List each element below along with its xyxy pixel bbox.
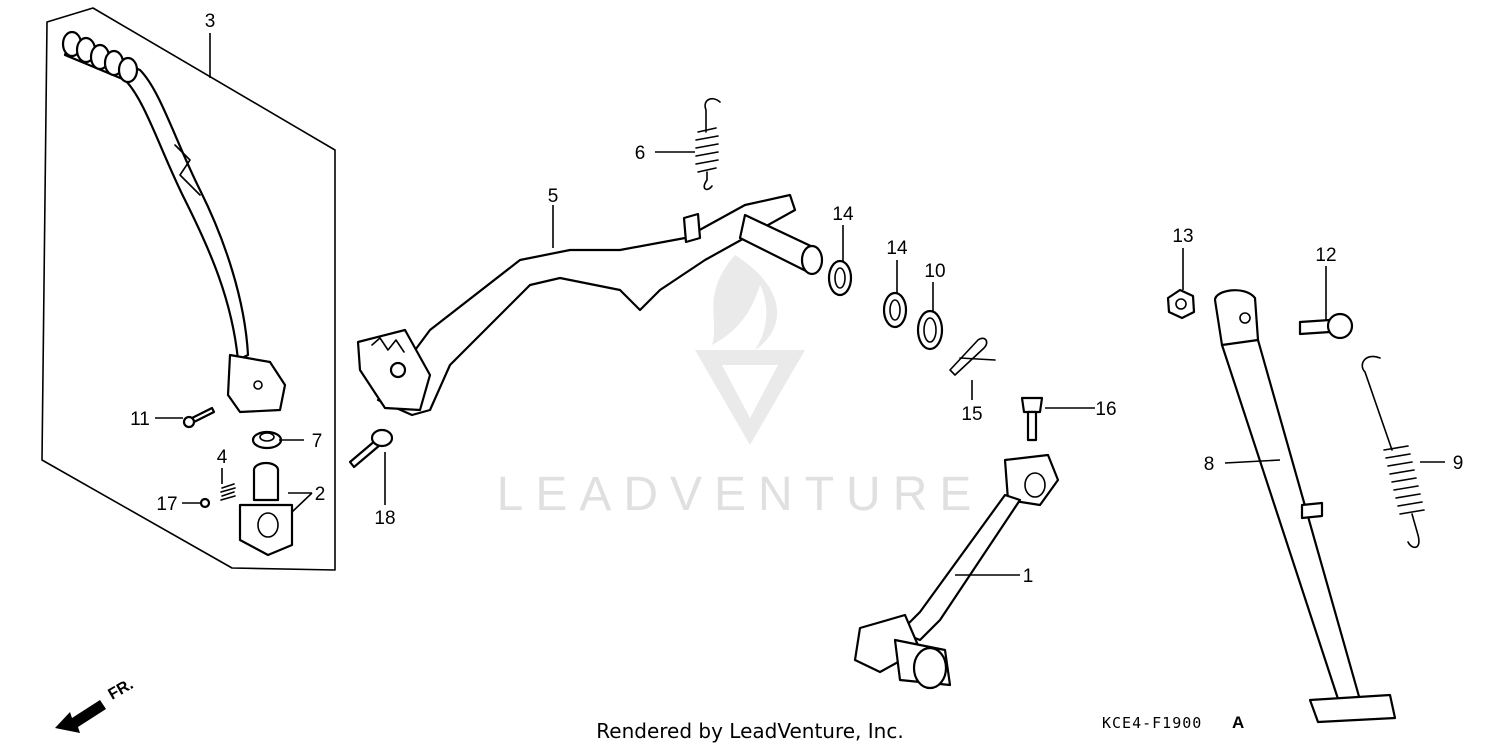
callout-2: 2 (315, 484, 326, 505)
callout-10: 10 (924, 261, 945, 282)
part-9-spring (1361, 355, 1425, 549)
part-14-washer (827, 259, 853, 297)
part-17-ball (199, 497, 211, 509)
callout-14-second: 14 (886, 238, 908, 259)
callout-9: 9 (1453, 453, 1464, 474)
callout-7: 7 (312, 431, 323, 452)
part-16-bolt (1020, 396, 1044, 442)
diagram-revision: A (1232, 713, 1244, 732)
part-15-cotter-pin (949, 337, 996, 376)
callout-8: 8 (1204, 454, 1215, 475)
callout-13: 13 (1172, 226, 1193, 247)
part-7-nut (251, 430, 283, 450)
part-5-brake-pedal (356, 193, 824, 417)
callout-1: 1 (1023, 566, 1034, 587)
leader-lines (155, 33, 1445, 576)
callout-11: 11 (130, 409, 150, 430)
callout-17: 17 (156, 494, 177, 515)
callout-16: 16 (1095, 399, 1116, 420)
front-direction-arrow-icon: FR. (55, 676, 136, 733)
diagram-code: KCE4-F1900 (1102, 714, 1202, 732)
part-14-washer-2 (882, 291, 908, 329)
part-4-spring (220, 483, 236, 501)
footer-credit: Rendered by LeadVenture, Inc. (596, 719, 903, 743)
callout-5: 5 (548, 186, 559, 207)
callout-15: 15 (961, 404, 982, 425)
part-10-washer (916, 309, 944, 351)
callout-12: 12 (1315, 245, 1336, 266)
part-11-bolt (182, 406, 216, 429)
callout-3: 3 (205, 11, 216, 32)
callout-14: 14 (832, 204, 854, 225)
direction-label: FR. (106, 676, 137, 704)
callout-6: 6 (635, 143, 646, 164)
callout-4: 4 (217, 447, 228, 468)
kick-starter-group-box (41, 7, 336, 571)
watermark-text: LEADVENTURE (497, 468, 984, 521)
part-18-bolt (348, 428, 394, 469)
kick-starter-arm (61, 30, 287, 414)
part-13-nut (1166, 288, 1196, 320)
part-8-side-stand (1213, 289, 1397, 724)
callout-18: 18 (374, 508, 395, 529)
part-2-joint (238, 461, 294, 557)
callouts: 3 11 7 4 17 2 18 6 5 14 14 10 15 16 1 13… (130, 11, 1463, 587)
part-12-bolt (1298, 312, 1354, 340)
part-1-gearshift-pedal (853, 453, 1060, 690)
watermark: LEADVENTURE (497, 255, 984, 521)
part-6-spring (695, 98, 721, 191)
